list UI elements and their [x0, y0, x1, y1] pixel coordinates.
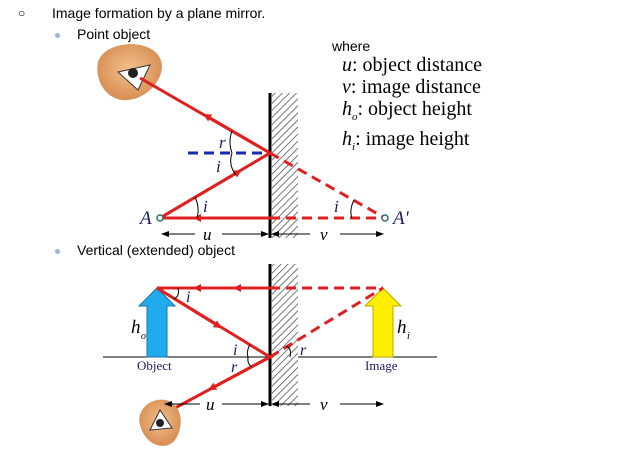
- angle-label-r-image: r: [300, 342, 307, 359]
- angle-label-i-top: i: [186, 289, 190, 306]
- angle-arc-i-mirror: [246, 343, 251, 358]
- angle-label-r: r: [219, 133, 226, 152]
- reflected-ray-arrow: [203, 113, 271, 155]
- label-ho: h: [131, 317, 141, 338]
- object-arrow: [137, 287, 177, 358]
- angle-arc-r: [229, 130, 233, 154]
- angle-label-r-mirror: r: [231, 359, 238, 376]
- legend-row-u: u: object distance: [342, 54, 482, 76]
- bullet-circle-icon: ○: [18, 6, 26, 20]
- mirror-hatch-2: [272, 264, 298, 406]
- diagram-point-object: [97, 44, 389, 238]
- point-A-image: [381, 214, 389, 222]
- legend-symbol: u: [342, 54, 352, 76]
- angle-label-i-image: i: [334, 197, 339, 216]
- virtual-diag-ray: [269, 286, 384, 359]
- virtual-ray: [269, 151, 386, 220]
- extended-object-heading: Vertical (extended) object: [77, 242, 235, 258]
- label-hi-sub: i: [407, 331, 410, 342]
- angle-arc-r-mirror: [247, 356, 253, 368]
- legend-subscript: i: [352, 141, 356, 153]
- label-hi: h: [397, 317, 407, 338]
- incident-ray-2-arrow: [156, 286, 222, 329]
- label-A-image: A': [391, 208, 410, 229]
- image-arrow: [363, 287, 403, 358]
- incident-ray-arrow: [159, 169, 242, 220]
- label-A: A: [138, 208, 152, 229]
- distance-label-u: u: [203, 225, 212, 244]
- label-ho-sub: o: [141, 331, 146, 342]
- main-bullet-title: Image formation by a plane mirror.: [52, 5, 266, 21]
- legend-symbol: h: [342, 98, 352, 120]
- legend-text: : image distance: [350, 76, 481, 98]
- angle-label-i-mirror: i: [233, 342, 237, 359]
- legend-symbol: v: [342, 76, 351, 98]
- distance-label-u2: u: [206, 395, 215, 414]
- legend-subscript: o: [352, 111, 358, 123]
- angle-arc-r-image: [285, 345, 291, 358]
- legend-row-hi: hi: image height: [342, 128, 482, 158]
- legend-row-ho: ho: object height: [342, 98, 482, 128]
- eye-icon: [139, 399, 181, 446]
- diagram-extended-object: [103, 264, 437, 446]
- angle-label-i-A: i: [203, 197, 208, 216]
- angle-arc-i-top: [173, 287, 179, 300]
- legend-text: : object height: [357, 98, 472, 120]
- legend-row-v: v: image distance: [342, 76, 482, 98]
- legend-symbol: h: [342, 128, 352, 150]
- point-object-heading: Point object: [77, 26, 151, 42]
- angle-arc-i-A: [194, 196, 199, 219]
- point-A: [156, 214, 164, 222]
- label-image: Image: [365, 358, 398, 373]
- legend: where u: object distance v: image distan…: [328, 38, 482, 158]
- legend-text: : object distance: [352, 54, 482, 76]
- angle-arc-i: [230, 152, 237, 176]
- distance-label-v2: v: [320, 395, 328, 414]
- reflected-ray-2-arrow: [208, 355, 271, 391]
- eye-icon: [97, 44, 162, 101]
- angle-label-i: i: [216, 157, 221, 176]
- distance-label-v: v: [320, 225, 328, 244]
- angle-arc-i-image: [350, 199, 355, 219]
- label-object: Object: [137, 358, 172, 373]
- mirror-hatch-1: [272, 93, 298, 238]
- legend-text: : image height: [355, 128, 470, 150]
- sub-bullet-dot-icon: [55, 249, 60, 254]
- legend-where: where: [332, 38, 371, 54]
- sub-bullet-dot-icon: [55, 33, 60, 38]
